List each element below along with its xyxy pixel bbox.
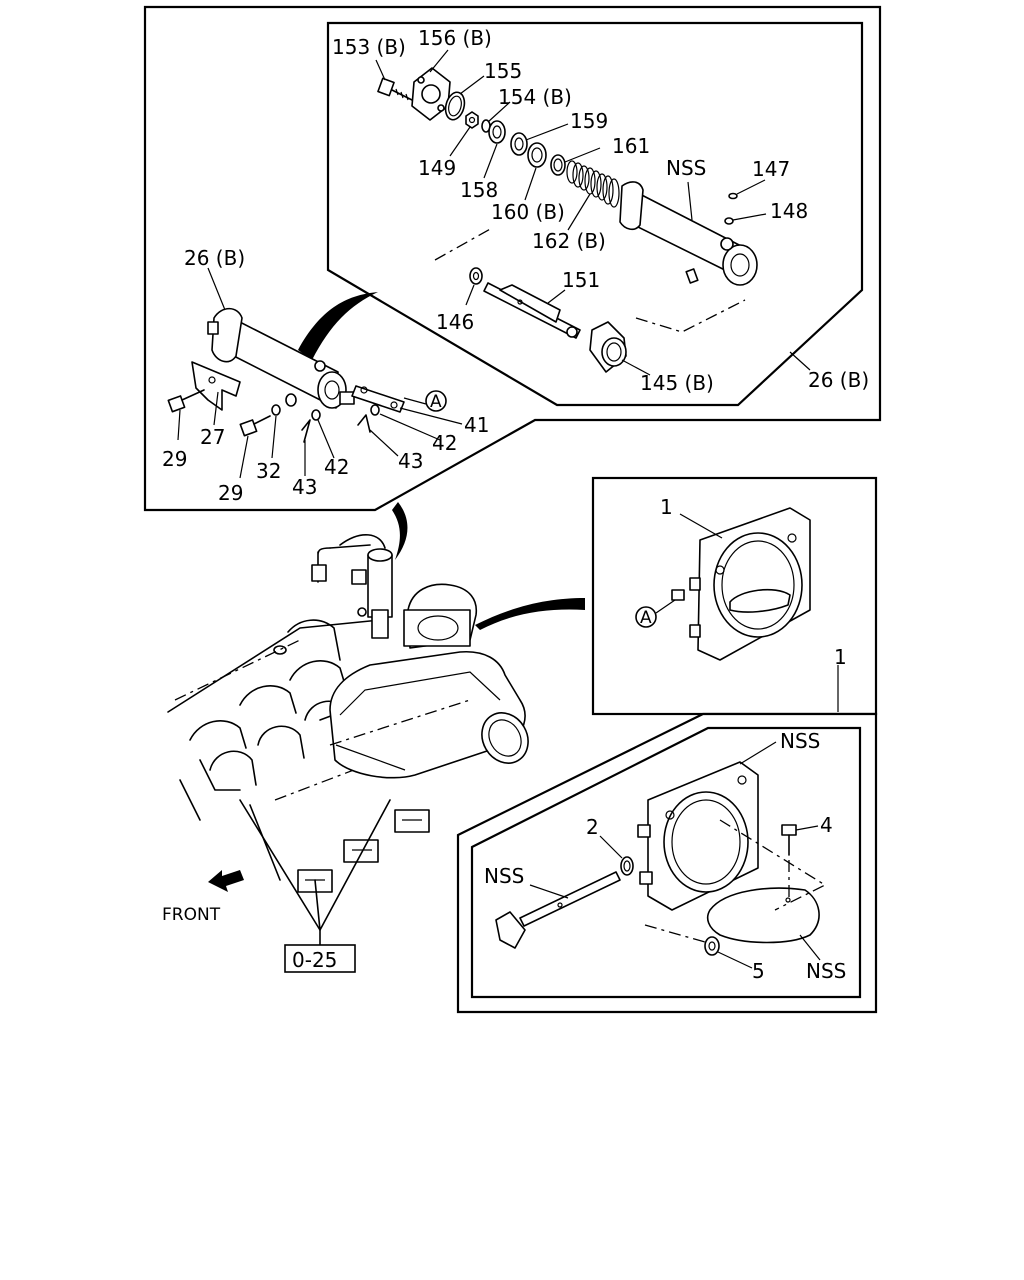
bracket-27 bbox=[191, 361, 241, 411]
label-front: FRONT bbox=[162, 905, 221, 925]
washer-32 bbox=[271, 404, 281, 416]
label-162b: 162 (B) bbox=[532, 229, 606, 253]
label-2: 2 bbox=[586, 815, 599, 839]
washer-158 bbox=[488, 120, 506, 144]
washer-146 bbox=[469, 267, 483, 285]
label-148: 148 bbox=[770, 199, 808, 223]
label-159: 159 bbox=[570, 109, 608, 133]
ref-a-circle-mid bbox=[635, 589, 685, 628]
label-1-lower: 1 bbox=[834, 645, 847, 669]
exploded-dash-lines bbox=[644, 819, 827, 943]
bolt-29-upper bbox=[167, 389, 205, 413]
label-42-a: 42 bbox=[324, 455, 349, 479]
label-158: 158 bbox=[460, 178, 498, 202]
ref-a-circle-top bbox=[425, 390, 447, 412]
seal-159 bbox=[510, 132, 528, 156]
actuator-exploded-subframe bbox=[326, 21, 864, 407]
bolt-29-lower bbox=[239, 415, 271, 437]
clip-43-upper bbox=[357, 414, 371, 433]
throttle-body-exploded bbox=[637, 761, 759, 911]
end-piece-145 bbox=[589, 321, 627, 373]
label-29-a: 29 bbox=[162, 447, 187, 471]
label-1-upper: 1 bbox=[660, 495, 673, 519]
label-5: 5 bbox=[752, 959, 765, 983]
leader-lines-0-25 bbox=[239, 799, 391, 946]
bearing-160 bbox=[527, 142, 547, 168]
label-nss-shaft: NSS bbox=[484, 864, 524, 888]
actuator-assembled bbox=[207, 307, 355, 409]
label-154b: 154 (B) bbox=[498, 85, 572, 109]
ring-161 bbox=[550, 154, 566, 176]
seal-148 bbox=[724, 217, 734, 225]
label-26b-top: 26 (B) bbox=[184, 246, 245, 270]
shaft-nss bbox=[495, 871, 621, 949]
washer-5 bbox=[704, 936, 720, 956]
front-arrow bbox=[208, 870, 244, 892]
label-145b: 145 (B) bbox=[640, 371, 714, 395]
leader-lines bbox=[177, 49, 839, 969]
label-ref-page: 0-25 bbox=[292, 948, 337, 972]
label-151: 151 bbox=[562, 268, 600, 292]
intake-plenum bbox=[329, 650, 529, 779]
actuator-on-engine bbox=[311, 534, 393, 639]
label-32: 32 bbox=[256, 459, 281, 483]
bolt-153 bbox=[377, 77, 413, 101]
label-nss-body: NSS bbox=[780, 729, 820, 753]
rod-151 bbox=[483, 282, 581, 339]
label-nss-top: NSS bbox=[666, 156, 706, 180]
label-155: 155 bbox=[484, 59, 522, 83]
throttle-body-assembled bbox=[403, 583, 478, 649]
label-160b: 160 (B) bbox=[491, 200, 565, 224]
cylinder-housing-nss bbox=[619, 181, 758, 286]
label-147: 147 bbox=[752, 157, 790, 181]
label-41: 41 bbox=[464, 413, 489, 437]
label-43-a: 43 bbox=[292, 475, 317, 499]
label-26b-frame: 26 (B) bbox=[808, 368, 869, 392]
washer-42-upper bbox=[370, 404, 380, 416]
engine-manifold bbox=[167, 619, 381, 881]
label-149: 149 bbox=[418, 156, 456, 180]
label-nss-plate: NSS bbox=[806, 959, 846, 983]
nut-149 bbox=[465, 111, 479, 129]
label-161: 161 bbox=[612, 134, 650, 158]
label-146: 146 bbox=[436, 310, 474, 334]
clip-43-lower bbox=[301, 419, 311, 443]
label-43-b: 43 bbox=[398, 449, 423, 473]
o-ring-147 bbox=[728, 192, 738, 200]
throttle-body-upper bbox=[689, 507, 811, 661]
label-27: 27 bbox=[200, 425, 225, 449]
label-29-b: 29 bbox=[218, 481, 243, 505]
engine-brackets bbox=[297, 809, 430, 893]
link-41 bbox=[351, 385, 405, 413]
o-ring-155 bbox=[444, 91, 466, 121]
label-42-b: 42 bbox=[432, 431, 457, 455]
washer-right bbox=[285, 393, 297, 407]
ref-page-box: 0-25 bbox=[284, 944, 356, 973]
label-153b: 153 (B) bbox=[332, 35, 406, 59]
label-ref-a-top: A bbox=[430, 392, 442, 412]
label-4: 4 bbox=[820, 813, 833, 837]
label-156b: 156 (B) bbox=[418, 26, 492, 50]
seal-2 bbox=[620, 856, 634, 876]
label-ref-a-mid: A bbox=[640, 608, 652, 628]
part-labels: 153 (B) 156 (B) 155 154 (B) 159 149 158 … bbox=[162, 26, 869, 983]
washer-42-lower bbox=[311, 409, 321, 421]
